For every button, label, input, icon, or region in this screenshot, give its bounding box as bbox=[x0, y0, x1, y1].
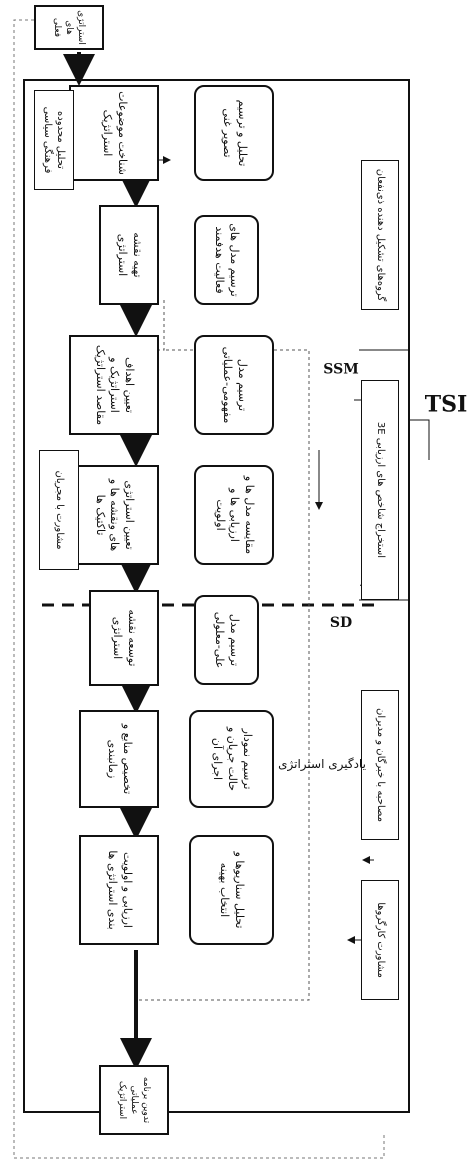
current-strategy-box: استراتژی های فعلی bbox=[34, 5, 104, 50]
step-6-sub-label: ترسیم نمودار حالت جریان و اجرای آن bbox=[211, 727, 254, 791]
culture-analysis-note: تحلیل محدوده فرهنگی سیاسی bbox=[34, 90, 74, 190]
stakeholder-groups-label: گروه‌های تشکیل دهنده ذی‌نفعان bbox=[374, 168, 386, 302]
step-2-box: تهیه نقشه استراتژی bbox=[99, 205, 159, 305]
step-6-sub-box: ترسیم نمودار حالت جریان و اجرای آن bbox=[189, 710, 274, 808]
step-1-label: شناخت موضوعات استراتژیک bbox=[101, 91, 129, 175]
step-5-label: توسعه نقشه استراتژی bbox=[111, 609, 139, 667]
expert-interview-label: مصاحبه با خبرگان و مدیران bbox=[374, 708, 386, 822]
ssm-label: SSM bbox=[323, 361, 359, 378]
step-2-label: تهیه نقشه استراتژی bbox=[116, 232, 144, 278]
step-3-box: تعیین اهداف استراتژیک و مقاصد استراتژیک bbox=[69, 335, 159, 435]
step-4-sub-box: مقایسه مدل ها و ارزیابی ها و اولویت bbox=[194, 465, 274, 565]
operational-plan-box: تدوین برنامه عملیاتی استراتژیک bbox=[99, 1065, 169, 1135]
step-2-sub-box: ترسیم مدل های فعالیت هدفمند bbox=[194, 215, 259, 305]
step-6-label: تخصیص منابع و زمانبندی bbox=[106, 723, 134, 795]
step-1-box: شناخت موضوعات استراتژیک bbox=[69, 85, 159, 181]
main-arrows bbox=[63, 52, 152, 1070]
culture-analysis-label: تحلیل محدوده فرهنگی سیاسی bbox=[42, 106, 67, 174]
step-7-sub-box: تحلیل سناریوها و انتخاب بهینه bbox=[189, 835, 274, 945]
step-3-label: تعیین اهداف استراتژیک و مقاصد استراتژیک bbox=[93, 344, 137, 426]
step-7-label: ارزیابی و اولویت بندی استراتژی ها bbox=[106, 850, 134, 930]
consult-implementers-label: مشاورت با مجریان bbox=[53, 470, 65, 550]
current-strategy-label: استراتژی های فعلی bbox=[51, 10, 87, 45]
step-4-box: تعیین استراتژی های ونقشه ها و تاکتیک ها bbox=[69, 465, 159, 565]
tsi-title: TSI bbox=[424, 391, 468, 418]
sd-label: SD bbox=[329, 615, 353, 632]
step-5-sub-label: ترسیم مدل علی-معلولی bbox=[213, 611, 242, 669]
step-5-box: توسعه نقشه استراتژی bbox=[89, 590, 159, 686]
feedback-loop bbox=[13, 19, 385, 1159]
step-4-sub-label: مقایسه مدل ها و ارزیابی ها و اولویت bbox=[213, 475, 257, 555]
strategy-learning-label: یادگیری استراتژی bbox=[278, 756, 366, 771]
workgroup-consult-note: مشاورت کارگروها bbox=[361, 880, 399, 1000]
expert-interview-note: مصاحبه با خبرگان و مدیران bbox=[361, 690, 399, 840]
step-6-box: تخصیص منابع و زمانبندی bbox=[79, 710, 159, 808]
step-3-sub-box: ترسیم مدل مفهومی-عملیاتی bbox=[194, 335, 274, 435]
step-1-sub-label: تحلیل و ترسیم تصویر غنی bbox=[221, 99, 249, 167]
step-2-sub-label: ترسیم مدل های فعالیت هدفمند bbox=[213, 223, 242, 297]
step-5-sub-box: ترسیم مدل علی-معلولی bbox=[194, 595, 259, 685]
step-1-sub-box: تحلیل و ترسیم تصویر غنی bbox=[194, 85, 274, 181]
indicators-note: استخراج شاخص های ارزیابی 3E bbox=[361, 380, 399, 600]
step-3-sub-label: ترسیم مدل مفهومی-عملیاتی bbox=[221, 346, 249, 424]
step-7-sub-label: تحلیل سناریوها و انتخاب بهینه bbox=[218, 851, 247, 929]
step-4-label: تعیین استراتژی های ونقشه ها و تاکتیک ها bbox=[93, 478, 137, 552]
stakeholder-groups-note: گروه‌های تشکیل دهنده ذی‌نفعان bbox=[361, 160, 399, 310]
consult-implementers-note: مشاورت با مجریان bbox=[39, 450, 79, 570]
workgroup-consult-label: مشاورت کارگروها bbox=[374, 902, 386, 978]
indicators-label: استخراج شاخص های ارزیابی 3E bbox=[374, 421, 386, 559]
step-7-box: ارزیابی و اولویت بندی استراتژی ها bbox=[79, 835, 159, 945]
operational-plan-label: تدوین برنامه عملیاتی استراتژیک bbox=[116, 1076, 152, 1124]
